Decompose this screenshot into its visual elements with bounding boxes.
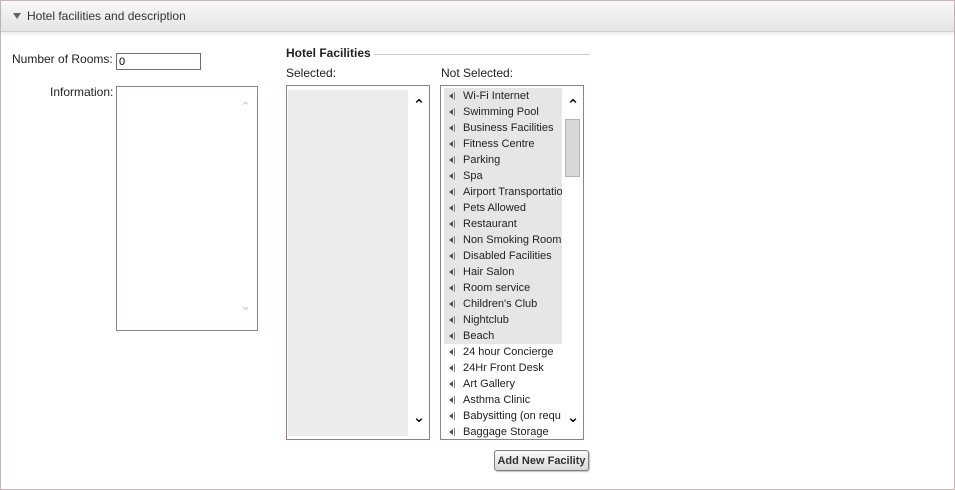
arrow-left-icon[interactable] [444,236,458,244]
list-item-label: Asthma Clinic [463,394,531,406]
rooms-label: Number of Rooms: [12,52,113,66]
add-new-facility-button[interactable]: Add New Facility [494,450,589,471]
list-item[interactable]: Babysitting (on requ [444,408,562,424]
information-textarea[interactable]: ⌃ ⌄ [116,86,258,331]
arrow-left-icon[interactable] [444,220,458,228]
list-item-label: Baggage Storage [463,426,549,438]
information-label: Information: [50,85,114,99]
list-item-label: Parking [463,154,501,166]
scrollbar[interactable]: ⌃ ⌄ [408,86,429,439]
arrow-left-icon[interactable] [444,316,458,324]
list-item[interactable]: Hair Salon [444,264,562,280]
arrow-left-icon[interactable] [444,380,458,388]
list-item[interactable]: Fitness Centre [444,136,562,152]
list-item-label: Wi-Fi Internet [463,90,530,102]
list-item-label: Business Facilities [463,122,554,134]
facilities-legend: Hotel Facilities [286,46,371,60]
arrow-left-icon[interactable] [444,396,458,404]
list-item[interactable]: Non Smoking Room [444,232,562,248]
list-item-label: Pets Allowed [463,202,526,214]
arrow-left-icon[interactable] [444,188,458,196]
arrow-left-icon[interactable] [444,124,458,132]
list-item[interactable]: Restaurant [444,216,562,232]
list-item-label: Nightclub [463,314,509,326]
list-item[interactable]: Children's Club [444,296,562,312]
list-item[interactable]: Swimming Pool [444,104,562,120]
chevron-down-icon[interactable]: ⌄ [566,408,580,426]
list-item-label: Babysitting (on requ [463,410,561,422]
list-item-label: Restaurant [463,218,517,230]
chevron-up-icon[interactable]: ⌃ [412,96,426,114]
arrow-left-icon[interactable] [444,204,458,212]
list-item[interactable]: Airport Transportatio [444,184,562,200]
collapse-triangle-icon[interactable] [13,13,21,19]
list-item[interactable]: Baggage Storage [444,424,562,439]
list-item-label: Beach [463,330,495,342]
arrow-left-icon[interactable] [444,284,458,292]
list-item-label: 24 hour Concierge [463,346,554,358]
list-item[interactable]: Spa [444,168,562,184]
arrow-left-icon[interactable] [444,252,458,260]
list-background [288,90,412,436]
not-selected-label: Not Selected: [441,66,514,80]
arrow-left-icon[interactable] [444,92,458,100]
list-item-label: Airport Transportatio [463,186,562,198]
list-item-label: 24Hr Front Desk [463,362,544,374]
list-item[interactable]: Pets Allowed [444,200,562,216]
arrow-left-icon[interactable] [444,348,458,356]
selected-label: Selected: [286,66,337,80]
arrow-left-icon[interactable] [444,140,458,148]
list-item[interactable]: Nightclub [444,312,562,328]
list-item[interactable]: 24Hr Front Desk [444,360,562,376]
chevron-up-icon[interactable]: ⌃ [240,100,251,115]
list-item-label: Room service [463,282,531,294]
arrow-left-icon[interactable] [444,268,458,276]
list-item[interactable]: Asthma Clinic [444,392,562,408]
arrow-left-icon[interactable] [444,172,458,180]
panel-title: Hotel facilities and description [27,9,186,23]
list-item-label: Swimming Pool [463,106,539,118]
list-item-label: Spa [463,170,483,182]
arrow-left-icon[interactable] [444,428,458,436]
chevron-up-icon[interactable]: ⌃ [566,96,580,114]
selected-facilities-list[interactable]: ⌃ ⌄ [286,85,430,440]
list-item[interactable]: Beach [444,328,562,344]
scrollbar[interactable]: ⌃ ⌄ [562,86,583,439]
list-item-label: Disabled Facilities [463,250,552,262]
list-item[interactable]: Wi-Fi Internet [444,88,562,104]
list-item[interactable]: Business Facilities [444,120,562,136]
rooms-input[interactable] [116,53,201,70]
arrow-left-icon[interactable] [444,332,458,340]
list-item-label: Children's Club [463,298,538,310]
panel-header[interactable]: Hotel facilities and description [1,1,954,32]
chevron-down-icon[interactable]: ⌄ [412,408,426,426]
arrow-left-icon[interactable] [444,300,458,308]
list-item-label: Art Gallery [463,378,515,390]
arrow-left-icon[interactable] [444,412,458,420]
list-item[interactable]: Room service [444,280,562,296]
list-item[interactable]: 24 hour Concierge [444,344,562,360]
list-item[interactable]: Parking [444,152,562,168]
chevron-down-icon[interactable]: ⌄ [240,299,251,314]
list-item[interactable]: Art Gallery [444,376,562,392]
list-item-label: Hair Salon [463,266,515,278]
arrow-left-icon[interactable] [444,108,458,116]
list-item-label: Non Smoking Room [463,234,562,246]
arrow-left-icon[interactable] [444,364,458,372]
arrow-left-icon[interactable] [444,156,458,164]
scrollbar-thumb[interactable] [565,119,580,177]
legend-divider [374,54,590,55]
list-item[interactable]: Disabled Facilities [444,248,562,264]
list-item-label: Fitness Centre [463,138,535,150]
